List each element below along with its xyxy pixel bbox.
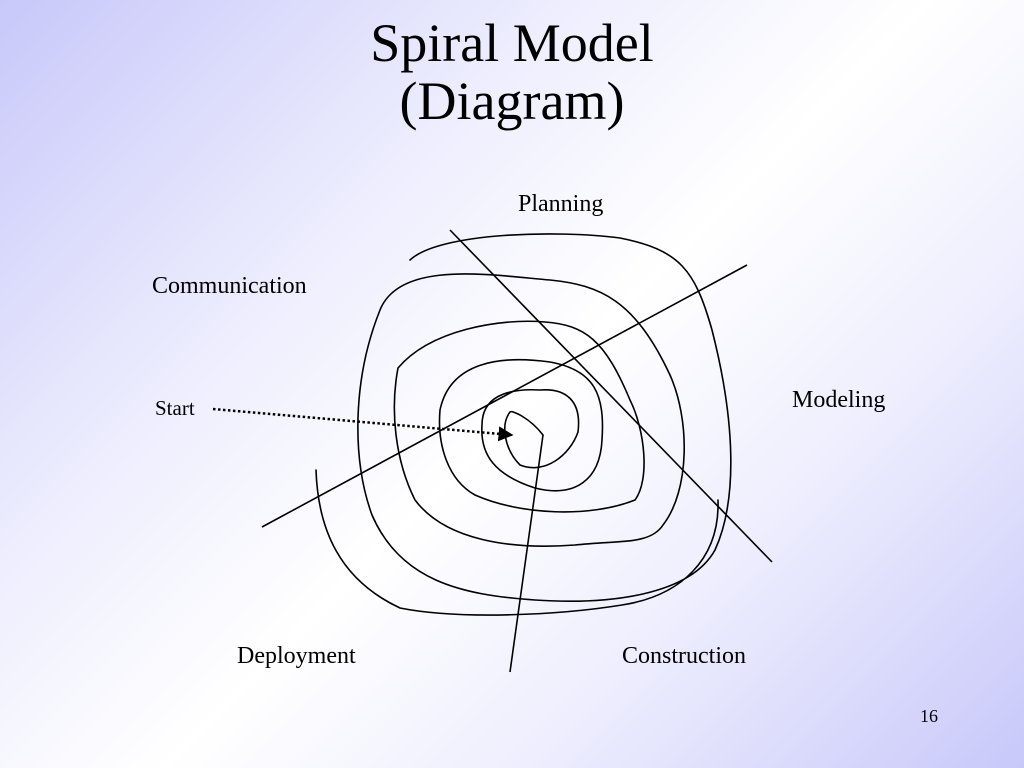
phase-axes (261, 229, 773, 673)
spiral-curve (315, 233, 732, 616)
axis-modeling-deployment (261, 264, 748, 528)
start-arrow (212, 407, 514, 442)
label-communication: Communication (152, 273, 307, 299)
label-deployment: Deployment (237, 643, 356, 669)
slide-title: Spiral Model (Diagram) (0, 14, 1024, 130)
axis-bottom (509, 434, 544, 673)
page-number: 16 (920, 706, 938, 726)
label-planning: Planning (518, 191, 604, 217)
slide-title-line-2: (Diagram) (399, 71, 625, 131)
label-construction: Construction (622, 643, 746, 669)
label-start: Start (155, 396, 195, 420)
slide-title-line-1: Spiral Model (370, 13, 654, 73)
label-modeling: Modeling (792, 387, 886, 413)
